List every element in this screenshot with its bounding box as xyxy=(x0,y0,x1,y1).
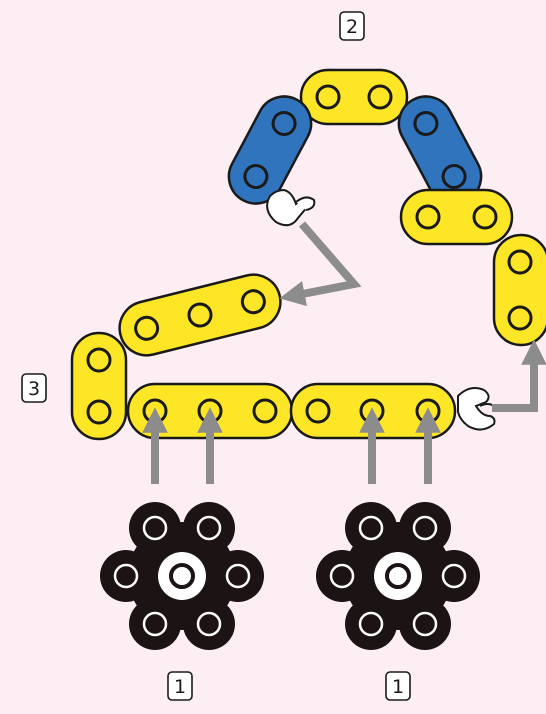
chain-link-yellow-top xyxy=(301,70,407,124)
step-label-top: 2 xyxy=(340,12,364,40)
step-label-left: 3 xyxy=(22,374,46,402)
step-number-bottom-right: 1 xyxy=(392,676,404,698)
sprocket-right xyxy=(316,502,480,650)
bottom-chain xyxy=(72,269,495,439)
step-number-top: 2 xyxy=(346,16,358,38)
chain-link-yellow-right xyxy=(401,190,512,244)
chain-master-clip-top xyxy=(267,190,314,225)
step-number-left: 3 xyxy=(28,378,40,400)
arrow-right-up-icon xyxy=(492,352,534,408)
chain-master-clip-bottom xyxy=(458,388,495,430)
step-number-bottom-left: 1 xyxy=(174,676,186,698)
step-label-bottom-right: 1 xyxy=(386,672,410,700)
chain-link-yellow-vertical xyxy=(494,235,546,345)
chain-link-upper-angled xyxy=(114,269,286,361)
sprocket-left xyxy=(100,502,264,650)
arrows xyxy=(155,224,534,484)
arrow-top-to-left-icon xyxy=(292,224,354,296)
chain-link-left-vertical xyxy=(72,333,126,439)
chain-link-blue-left xyxy=(219,87,320,213)
step-label-bottom-left: 1 xyxy=(168,672,192,700)
